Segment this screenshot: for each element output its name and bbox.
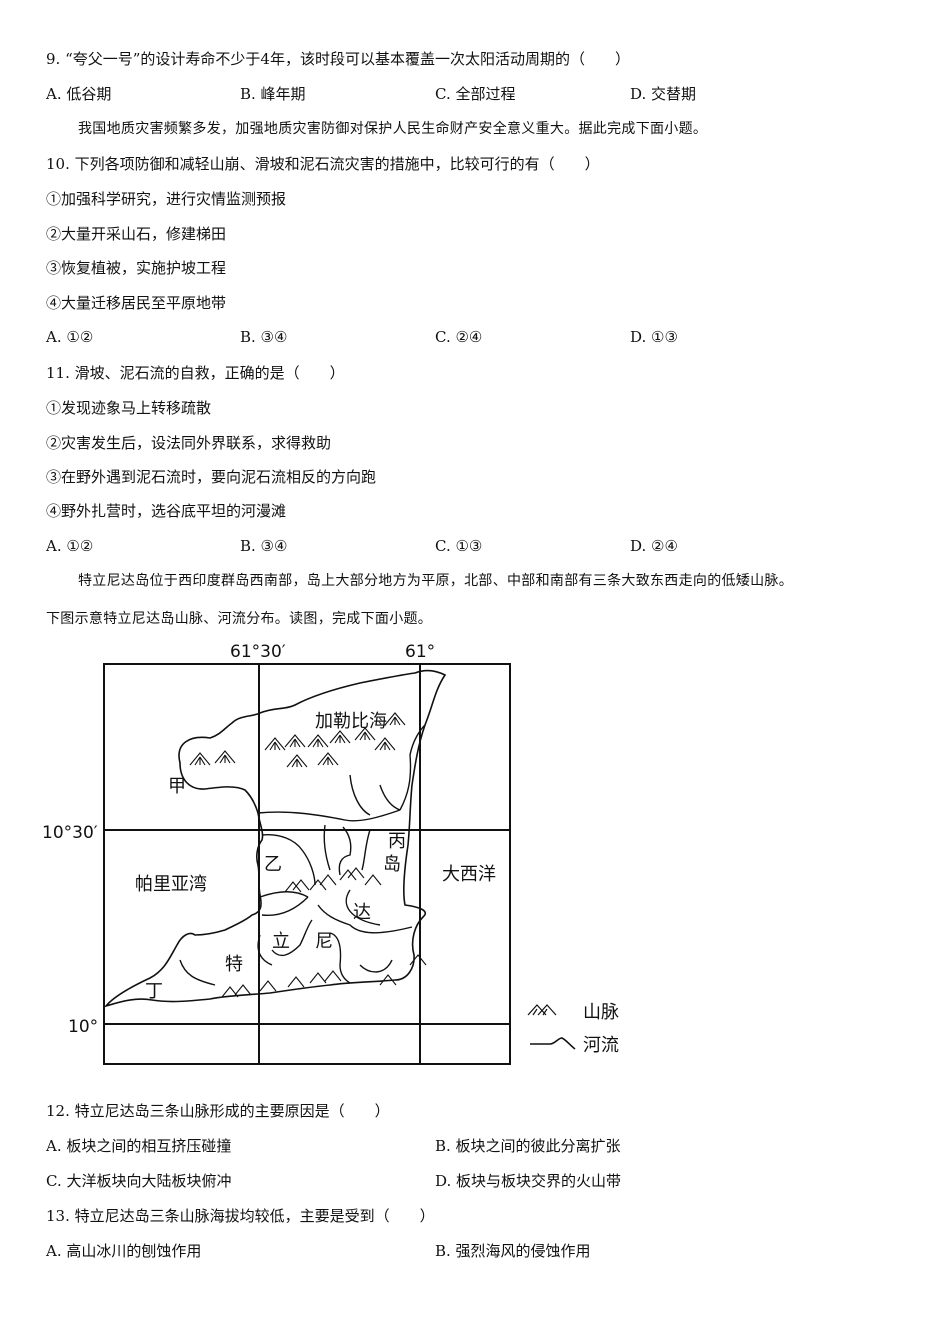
point-ding: 丁 [145, 981, 163, 1002]
q11-option-a: A. ①② [46, 537, 94, 555]
label-gulf-of-paria: 帕里亚湾 [135, 874, 207, 895]
q12-option-a: A. 板块之间的相互挤压碰撞 [46, 1137, 232, 1155]
q10-option-a: A. ①② [46, 328, 94, 346]
question-13-stem: 13. 特立尼达岛三条山脉海拔均较低，主要是受到（ ） [46, 1207, 435, 1225]
island-char-te: 特 [225, 954, 243, 975]
trinidad-map: 61°30′ 61° 10°30′ 10° [42, 642, 619, 1065]
q9-option-a: A. 低谷期 [46, 85, 112, 103]
question-9-stem: 9. “夸父一号”的设计寿命不少于4年，该时段可以基本覆盖一次太阳活动周期的（ … [46, 50, 630, 68]
q11-item-3: ③在野外遇到泥石流时，要向泥石流相反的方向跑 [46, 468, 377, 486]
legend-mountain-label: 山脉 [583, 1002, 619, 1023]
island-char-dao: 岛 [383, 854, 401, 875]
island-char-ni: 尼 [315, 931, 333, 952]
island-outline [103, 669, 447, 1008]
point-yi: 乙 [264, 854, 282, 875]
intro-geological-hazards: 我国地质灾害频繁多发，加强地质灾害防御对保护人民生命财产安全意义重大。据此完成下… [78, 121, 708, 137]
q10-item-2: ②大量开采山石，修建梯田 [46, 225, 227, 243]
q11-item-4: ④野外扎营时，选谷底平坦的河漫滩 [46, 502, 287, 520]
q10-item-3: ③恢复植被，实施护坡工程 [46, 259, 227, 277]
mountain-symbols [189, 712, 427, 998]
label-caribbean-sea: 加勒比海 [315, 711, 387, 732]
question-12-stem: 12. 特立尼达岛三条山脉形成的主要原因是（ ） [46, 1102, 390, 1120]
intro-trinidad-line2: 下图示意特立尼达岛山脉、河流分布。读图，完成下面小题。 [46, 611, 433, 627]
point-jia: 甲 [168, 776, 186, 797]
rivers [179, 724, 426, 986]
q12-option-c: C. 大洋板块向大陆板块俯冲 [46, 1172, 232, 1190]
q9-option-d: D. 交替期 [630, 85, 697, 103]
legend-river-icon [530, 1037, 576, 1050]
intro-trinidad-line1: 特立尼达岛位于西印度群岛西南部，岛上大部分地方为平原，北部、中部和南部有三条大致… [78, 573, 793, 589]
q11-option-b: B. ③④ [240, 537, 288, 555]
question-10-stem: 10. 下列各项防御和减轻山崩、滑坡和泥石流灾害的措施中，比较可行的有（ ） [46, 155, 600, 173]
q13-option-b: B. 强烈海风的侵蚀作用 [435, 1242, 591, 1260]
question-11-stem: 11. 滑坡、泥石流的自救，正确的是（ ） [46, 364, 345, 382]
q10-option-b: B. ③④ [240, 328, 288, 346]
q9-option-b: B. 峰年期 [240, 85, 306, 103]
q10-option-c: C. ②④ [435, 328, 483, 346]
island-char-da: 达 [353, 902, 371, 923]
q11-item-2: ②灾害发生后，设法同外界联系，求得救助 [46, 434, 332, 452]
q13-option-a: A. 高山冰川的刨蚀作用 [46, 1242, 202, 1260]
legend-river-label: 河流 [583, 1035, 619, 1056]
q11-item-1: ①发现迹象马上转移疏散 [46, 399, 212, 417]
q11-option-c: C. ①③ [435, 537, 483, 555]
lon-label-61-30: 61°30′ [230, 642, 286, 662]
label-atlantic-ocean: 大西洋 [442, 864, 496, 885]
q10-item-1: ①加强科学研究，进行灾情监测预报 [46, 190, 287, 208]
q10-item-4: ④大量迁移居民至平原地带 [46, 294, 227, 312]
q11-option-d: D. ②④ [630, 537, 678, 555]
island-char-li: 立 [272, 931, 290, 952]
q12-option-b: B. 板块之间的彼此分离扩张 [435, 1137, 621, 1155]
q10-option-d: D. ①③ [630, 328, 678, 346]
lon-label-61: 61° [405, 642, 435, 662]
lat-label-10: 10° [68, 1017, 98, 1037]
legend-mountain-icon [527, 1004, 557, 1016]
lat-label-10-30: 10°30′ [42, 823, 98, 843]
q12-option-d: D. 板块与板块交界的火山带 [435, 1172, 622, 1190]
point-bing: 丙 [388, 831, 406, 852]
q9-option-c: C. 全部过程 [435, 85, 516, 103]
